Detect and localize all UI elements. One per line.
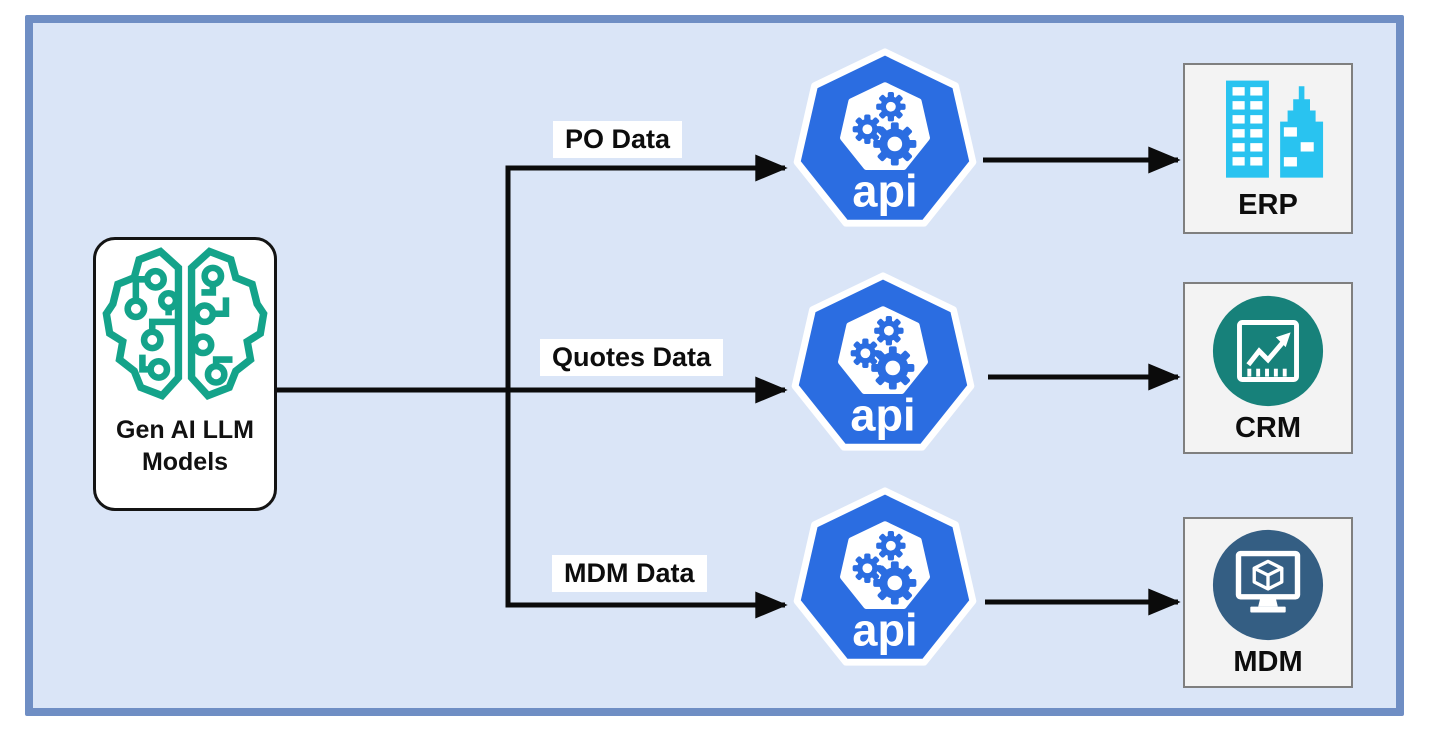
monitor-cube-icon <box>1212 529 1324 641</box>
api-label-2: api <box>850 390 915 441</box>
erp-node: ERP <box>1183 63 1353 234</box>
api-gateway-icon-2: api <box>791 272 975 451</box>
buildings-icon <box>1226 80 1324 178</box>
api-label-3: api <box>852 605 917 656</box>
erp-label: ERP <box>1238 189 1298 221</box>
crm-node: CRM <box>1183 282 1353 454</box>
api-gateway-icon-1: api <box>793 48 977 227</box>
flow-label-mdm-data: MDM Data <box>552 555 707 592</box>
flow-label-po-data: PO Data <box>553 121 683 158</box>
ai-brain-circuit-icon <box>102 247 268 400</box>
mdm-node: MDM <box>1183 517 1353 688</box>
gen-ai-llm-label: Gen AI LLM Models <box>116 416 254 476</box>
flow-label-quotes-data: Quotes Data <box>540 339 724 376</box>
gen-ai-llm-node: Gen AI LLM Models <box>93 237 277 511</box>
api-label-1: api <box>852 166 917 217</box>
sales-chart-icon <box>1212 295 1324 406</box>
crm-label: CRM <box>1234 411 1302 444</box>
api-gateway-icon-3: api <box>793 487 977 666</box>
mdm-label: MDM <box>1233 646 1303 678</box>
